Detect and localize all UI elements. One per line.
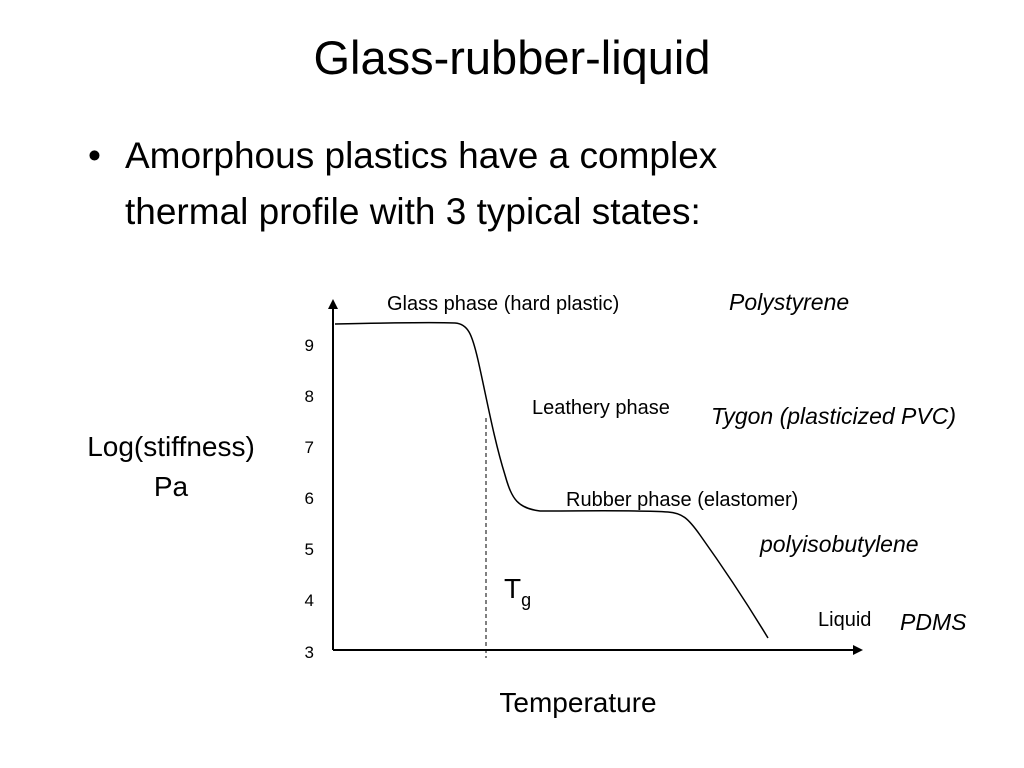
- y-tick-label-9: 9: [305, 336, 314, 355]
- bullet-text: Amorphous plastics have a complex therma…: [125, 128, 965, 240]
- y-axis-label-line-1: Log(stiffness): [87, 431, 255, 462]
- y-tick-label-5: 5: [305, 540, 314, 559]
- slide-title: Glass-rubber-liquid: [313, 31, 711, 84]
- material-label-tygon: Tygon (plasticized PVC): [711, 403, 956, 429]
- stiffness-curve: [334, 321, 769, 639]
- material-label-pdms: PDMS: [900, 609, 967, 635]
- tg-label-subscript: g: [521, 590, 531, 610]
- x-axis-label: Temperature: [499, 687, 656, 718]
- phase-label-rubber: Rubber phase (elastomer): [566, 489, 798, 511]
- y-tick-label-6: 6: [305, 489, 314, 508]
- y-axis-label-line-2: Pa: [154, 471, 189, 502]
- phase-label-leathery: Leathery phase: [532, 397, 670, 419]
- y-tick-label-3: 3: [305, 643, 314, 662]
- material-label-polyisobutylene: polyisobutylene: [759, 531, 919, 557]
- bullet-line-2: thermal profile with 3 typical states:: [125, 191, 701, 232]
- y-tick-label-8: 8: [305, 387, 314, 406]
- bullet-dot: •: [88, 135, 101, 176]
- phase-label-liquid: Liquid: [818, 609, 871, 631]
- bullet-line-1: Amorphous plastics have a complex: [125, 135, 718, 176]
- y-tick-label-7: 7: [305, 438, 314, 457]
- tg-label-main: T: [504, 573, 521, 604]
- tg-label: Tg: [504, 573, 531, 610]
- material-label-polystyrene: Polystyrene: [729, 289, 849, 315]
- y-tick-label-4: 4: [305, 591, 314, 610]
- phase-label-glass: Glass phase (hard plastic): [387, 293, 619, 315]
